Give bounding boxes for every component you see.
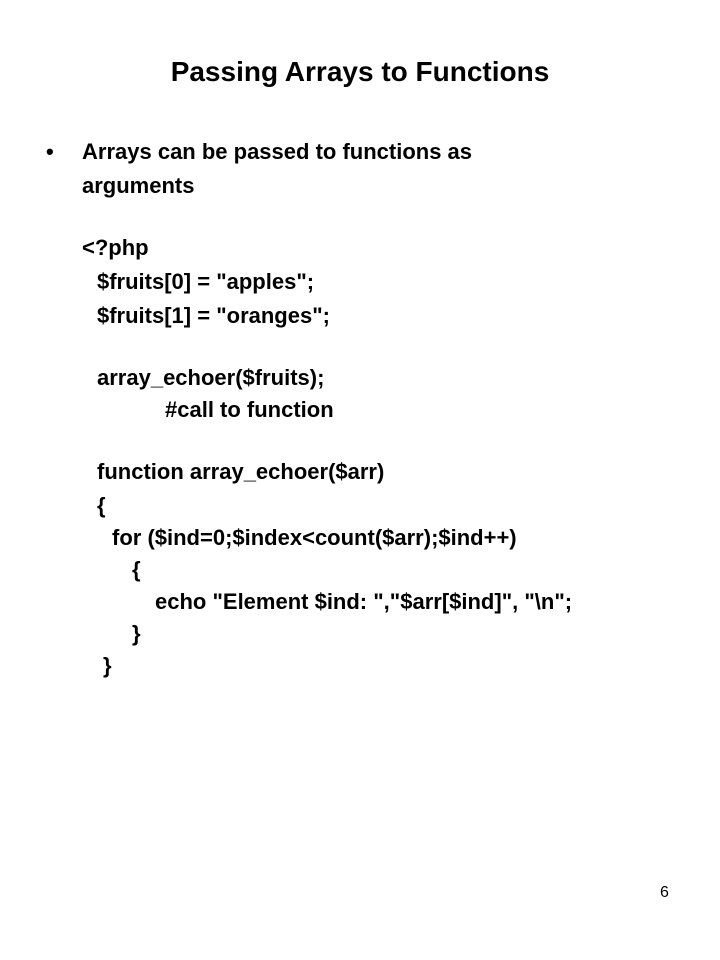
code-line-fruits-1: $fruits[1] = "oranges"; (97, 303, 330, 328)
code-line-function-declaration: function array_echoer($arr) (97, 459, 385, 484)
code-line-fruits-0: $fruits[0] = "apples"; (97, 269, 315, 294)
code-line-function-call: array_echoer($fruits); (97, 365, 325, 390)
bullet-marker: • (46, 139, 54, 164)
bullet-text-line-1: Arrays can be passed to functions as (82, 139, 473, 164)
code-line-loop-close-brace: } (132, 621, 141, 646)
slide-title: Passing Arrays to Functions (170, 56, 550, 87)
code-line-loop-open-brace: { (132, 557, 141, 582)
page-number: 6 (660, 884, 669, 901)
code-line-comment: #call to function (165, 397, 334, 422)
code-line-open-brace: { (97, 493, 106, 518)
code-line-php-open: <?php (82, 235, 149, 260)
code-line-close-brace: } (103, 653, 112, 678)
code-line-echo: echo "Element $ind: ","$arr[$ind]", "\n"… (155, 589, 573, 614)
code-line-for-loop: for ($ind=0;$index<count($arr);$ind++) (112, 525, 517, 550)
bullet-text-line-2: arguments (82, 173, 195, 198)
